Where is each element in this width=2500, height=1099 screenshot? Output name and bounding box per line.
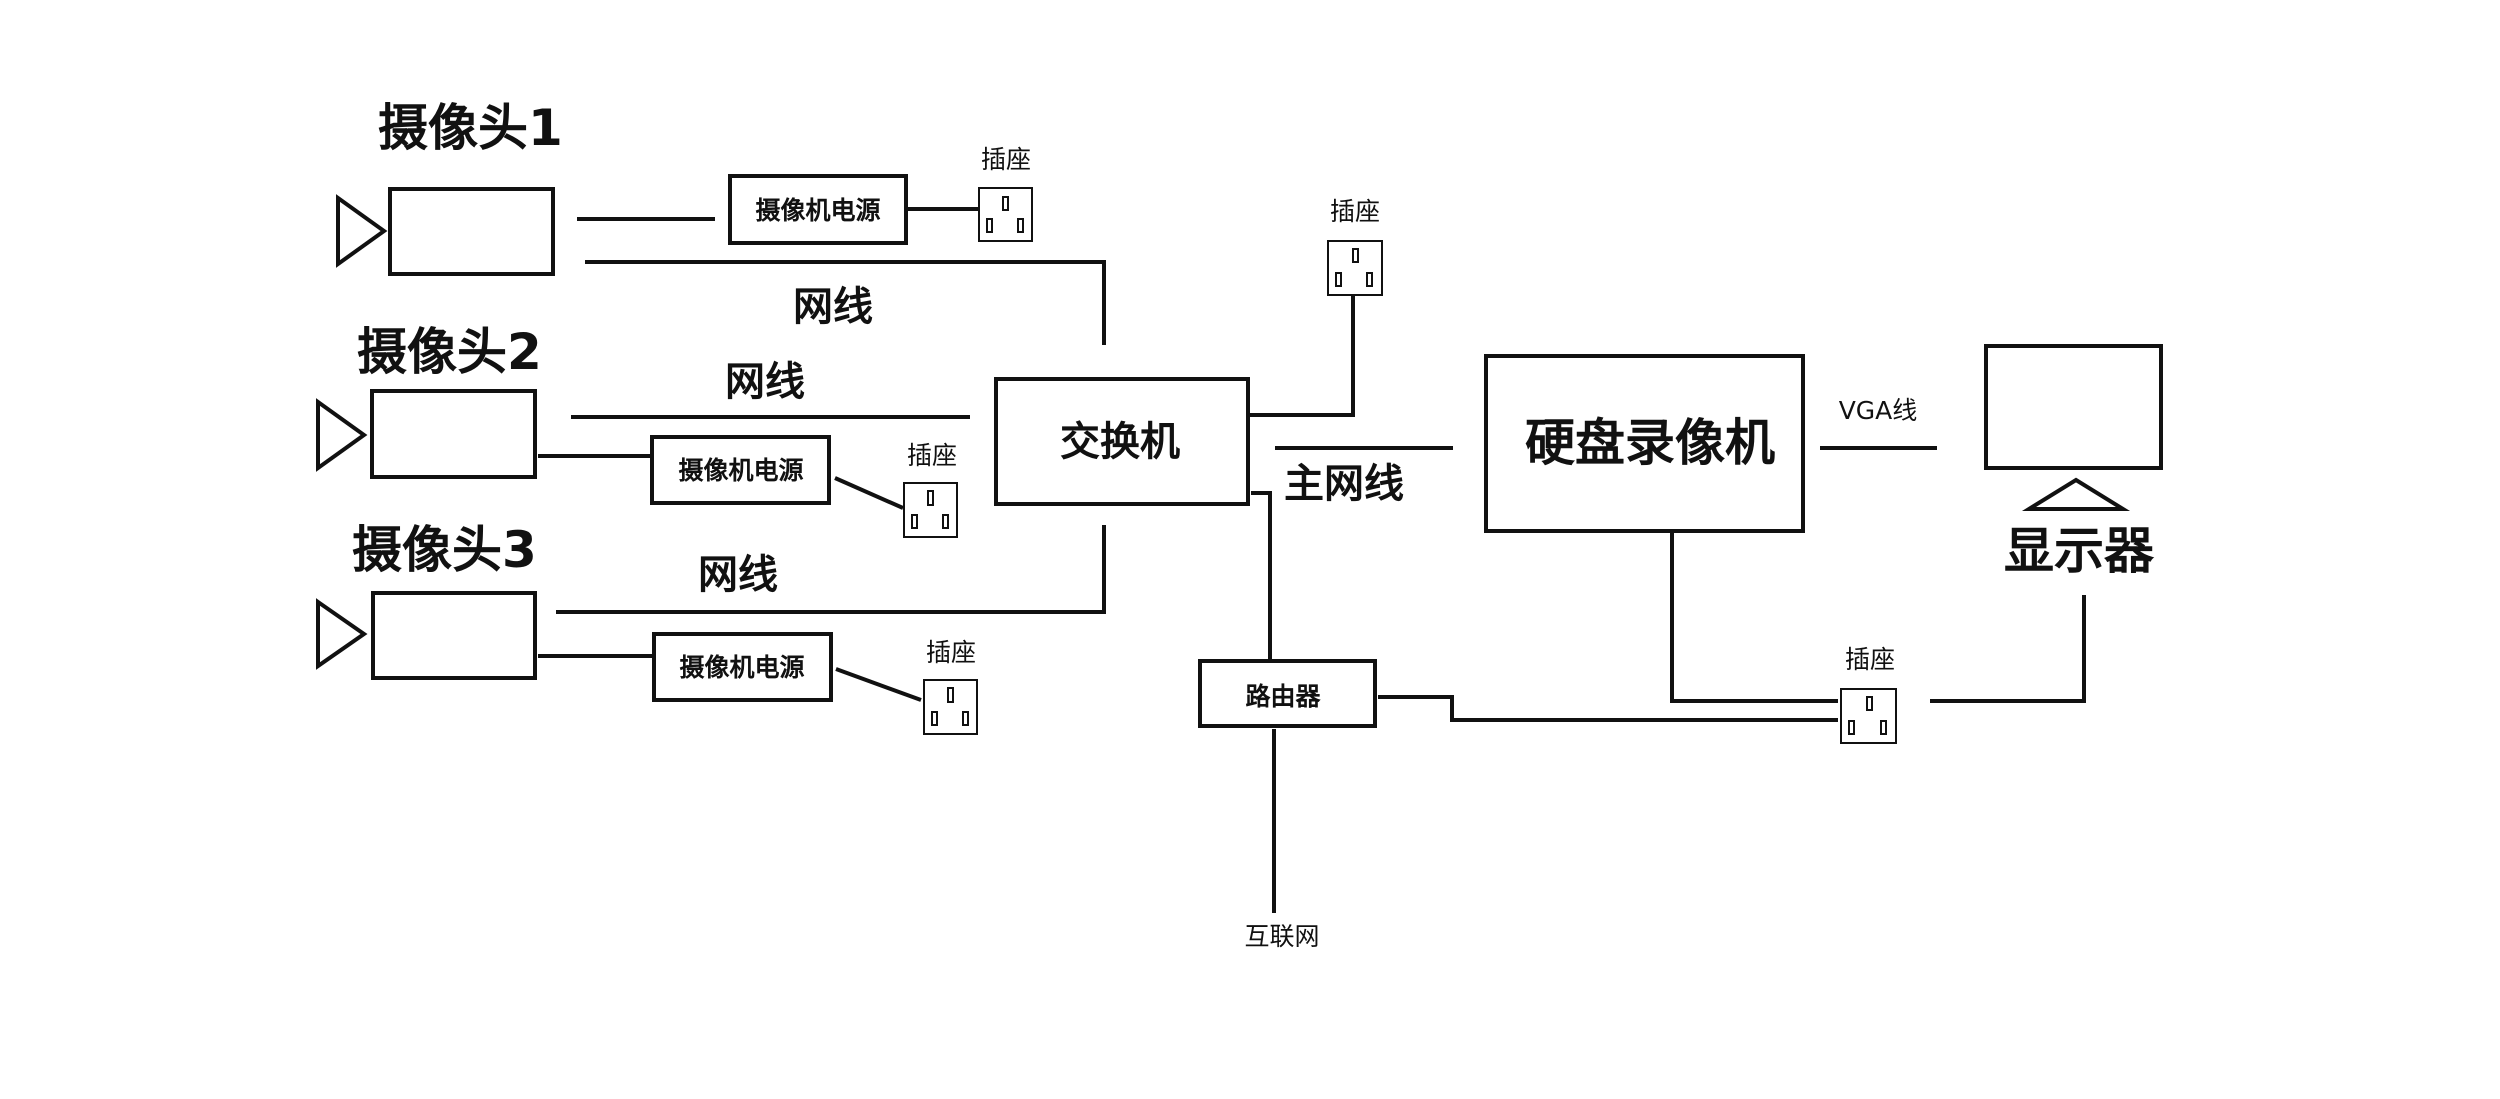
switch-socket-label: 插座 [1330,197,1380,226]
camera-2-label: 摄像头2 [357,323,542,381]
power-socket-icon [978,187,1033,242]
monitor-label: 显示器 [2004,522,2155,580]
nvr-label: 硬盘录像机 [1525,414,1775,472]
vga-cable-label: VGA线 [1839,396,1918,425]
switch-power-cable [1248,296,1355,417]
monitor-power-cable [1930,595,2086,703]
camera-icon [336,187,555,276]
camera-1-cable-label: 网线 [793,284,873,330]
camera-3-label: 摄像头3 [352,521,537,579]
camera-3: 摄像头3 网线 摄像机电源 插座 [316,521,1106,735]
camera-2-power-label: 摄像机电源 [678,456,803,485]
camera-2-power-box [650,435,831,505]
main-cable-label: 主网线 [1284,461,1404,507]
camera-3-power-box [652,632,833,702]
camera-icon [316,389,537,479]
internet-label: 互联网 [1244,922,1319,951]
camera-2-socket-label: 插座 [907,441,957,470]
camera-1-label: 摄像头1 [378,99,563,157]
monitor-icon [1984,344,2163,511]
router: 路由器 互联网 [1198,491,1838,951]
power-socket-icon [903,482,958,538]
camera-3-cable-label: 网线 [698,552,778,598]
switch-label: 交换机 [1060,419,1180,465]
camera-3-socket-cable [835,667,922,702]
camera-3-power-label: 摄像机电源 [679,653,804,682]
router-power-cable [1378,695,1838,722]
router-box [1198,659,1377,728]
camera-2: 摄像头2 网线 摄像机电源 插座 [316,323,970,538]
power-socket-icon [1327,240,1383,296]
shared-socket-label: 插座 [1845,645,1895,674]
switch-box [994,377,1250,506]
camera-1: 摄像头1 摄像机电源 插座 网线 [336,99,1106,345]
switch-router-cable [1251,491,1272,661]
power-socket-icon [1840,688,1897,744]
router-label: 路由器 [1245,682,1321,711]
monitor: 显示器 [1984,344,2163,580]
camera-icon [316,591,537,680]
shared-socket: 插座 [1670,531,2086,744]
power-socket-icon [923,679,978,735]
camera-1-network-cable [585,260,1106,345]
camera-1-power-label: 摄像机电源 [755,196,880,225]
camera-2-cable-label: 网线 [725,359,805,405]
switch: 交换机 插座 主网线 [994,197,1453,507]
camera-2-socket-cable [834,476,904,510]
camera-1-socket-label: 插座 [981,145,1031,174]
camera-3-network-cable [556,525,1106,614]
nvr-box [1484,354,1805,533]
camera-3-socket-label: 插座 [926,638,976,667]
nvr-power-cable [1670,531,1838,703]
nvr: 硬盘录像机 VGA线 [1484,354,1937,533]
